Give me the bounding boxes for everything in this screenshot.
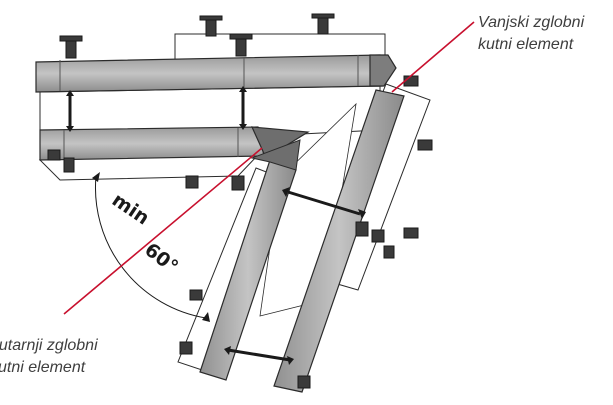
clamp-icon [47, 13, 335, 191]
diagonal-wall-formwork [177, 75, 433, 393]
clamp-icon [179, 75, 433, 389]
tie-rod-icon [68, 88, 245, 130]
tie-rod-icon [227, 190, 361, 362]
angle-min-label: min [108, 189, 153, 230]
callout-leader-lines [63, 21, 475, 315]
outer-diagonal-waler-beam [273, 89, 405, 393]
upper-waler-beam [35, 54, 383, 93]
inner-callout-line2: kutni element [0, 359, 86, 376]
horizontal-wall-formwork [35, 13, 397, 191]
inner-leader-line [63, 147, 263, 315]
outer-corner-callout: Vanjski zglobni kutni element [478, 12, 584, 56]
outer-callout-line2: kutni element [478, 36, 574, 53]
outer-hinged-corner-element [369, 54, 397, 87]
lower-waler-beam [39, 126, 265, 161]
outer-callout-line1: Vanjski zglobni [478, 14, 585, 31]
inner-corner-callout: nutarnji zglobni kutni element [0, 335, 98, 379]
inner-callout-line1: nutarnji zglobni [0, 337, 98, 354]
outer-leader-line [391, 21, 475, 93]
